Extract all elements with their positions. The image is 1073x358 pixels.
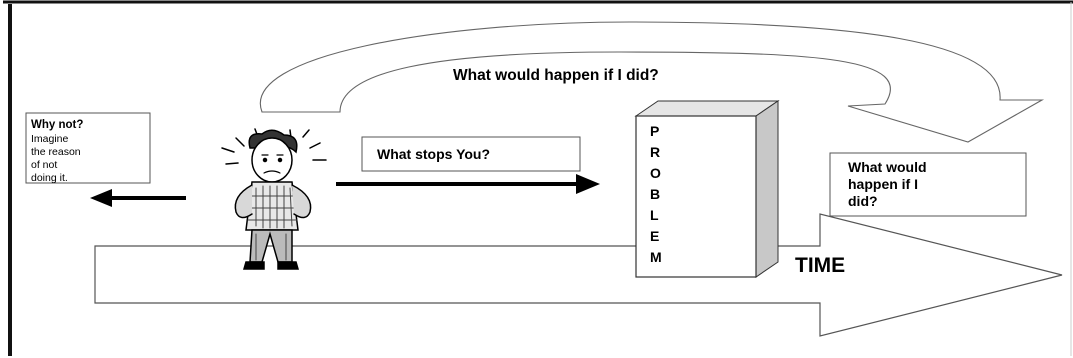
loop-arrow	[259, 21, 1045, 143]
right-question-box	[829, 152, 1027, 217]
problem-letter: B	[650, 186, 660, 202]
loop-label: What would happen if I did?	[453, 67, 659, 84]
why-not-line: doing it.	[31, 172, 68, 184]
why-not-line: the reason	[31, 146, 81, 158]
stops-box	[361, 136, 581, 172]
problem-letter: O	[650, 165, 661, 181]
why-not-line: of not	[31, 159, 57, 171]
right-question-line: happen if I	[848, 176, 918, 192]
why-not-line: Imagine	[31, 133, 69, 145]
pillar-side	[755, 100, 779, 278]
right-question-line: did?	[848, 193, 878, 209]
problem-letters: P R O B L E M	[650, 123, 662, 265]
problem-pillar	[634, 100, 780, 278]
time-arrow	[94, 213, 1063, 337]
problem-letter: E	[650, 228, 659, 244]
arrow-left-icon	[90, 189, 186, 207]
pillar-top	[634, 100, 780, 117]
worried-person-icon	[221, 128, 327, 270]
problem-letter: R	[650, 144, 660, 160]
right-question-line: What would	[848, 159, 927, 175]
problem-letter: P	[650, 123, 659, 139]
problem-letter: M	[650, 249, 662, 265]
frame-border	[3, 0, 1073, 356]
arrow-right-icon	[336, 174, 600, 194]
why-not-text: Why not? Imagine the reason of not doing…	[31, 119, 86, 184]
pillar-front	[635, 115, 757, 278]
stops-label: What stops You?	[377, 146, 490, 162]
why-not-box	[25, 112, 151, 184]
why-not-title: Why not?	[31, 119, 83, 131]
time-label: TIME	[795, 254, 845, 277]
problem-letter: L	[650, 207, 659, 223]
right-question-text: What would happen if I did?	[848, 159, 930, 209]
